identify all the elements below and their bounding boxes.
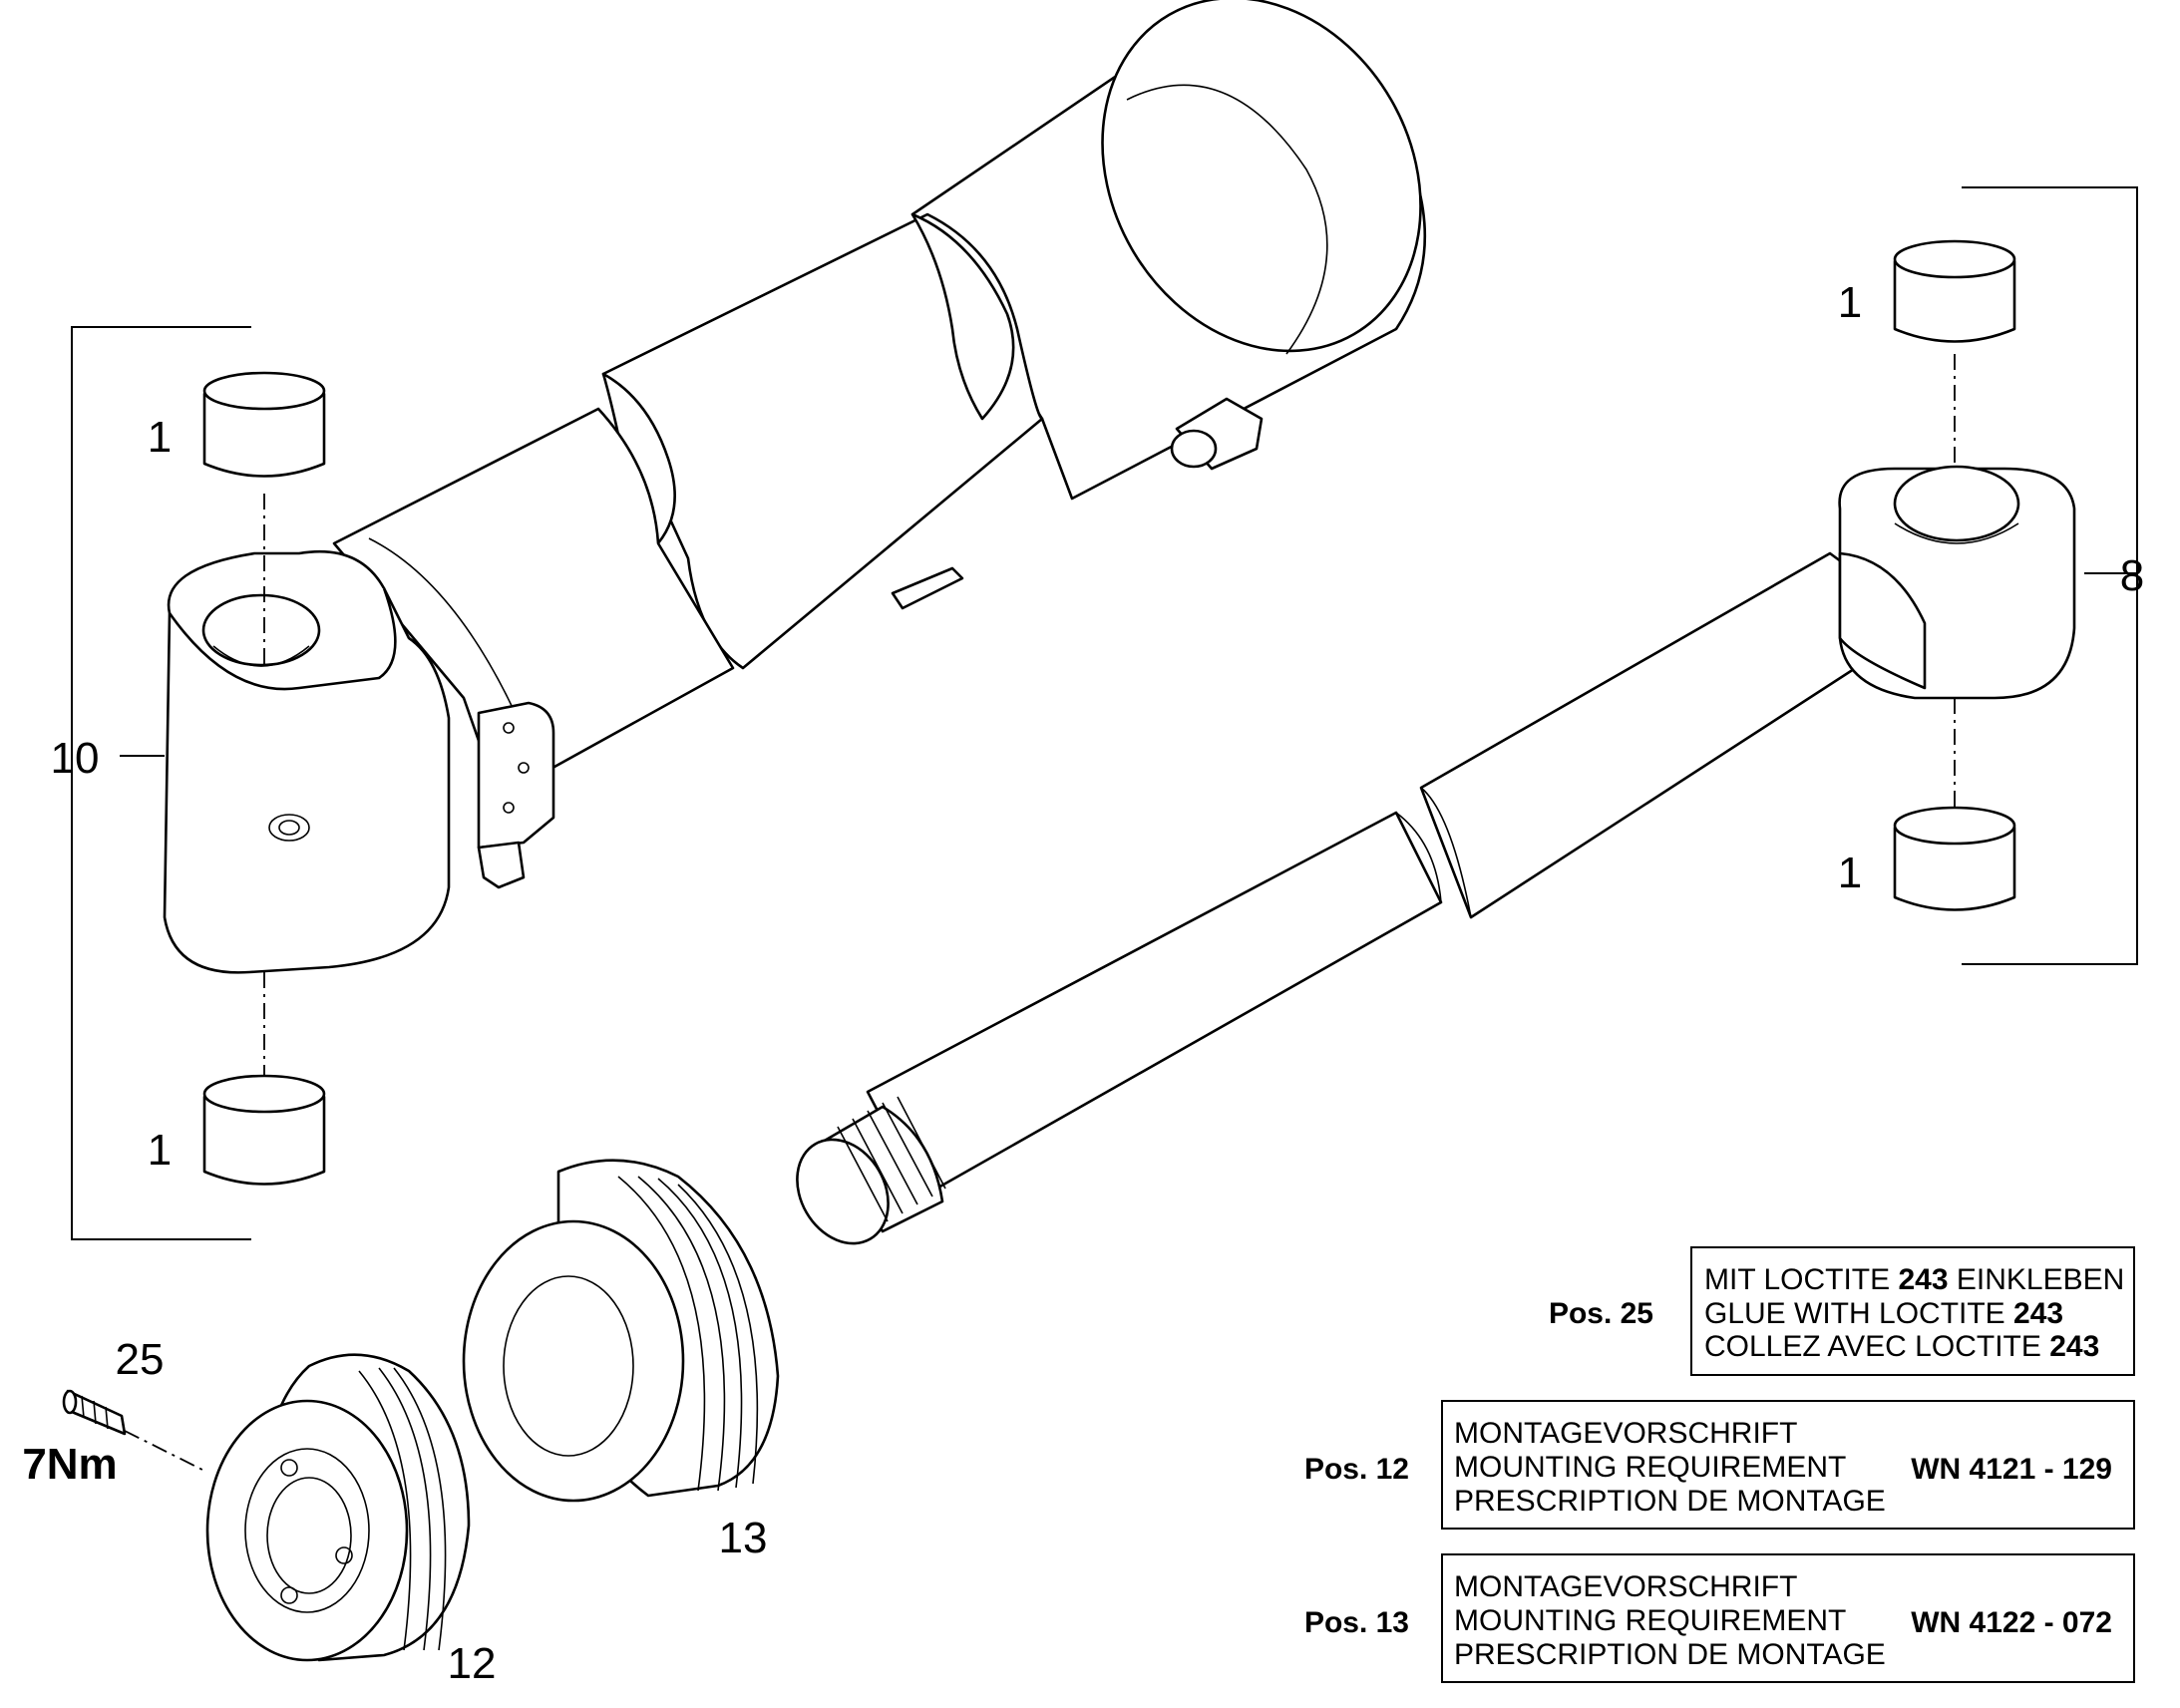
piston-part: [205, 1353, 471, 1662]
note-pos-13-line-3: PRESCRIPTION DE MONTAGE: [1454, 1638, 1886, 1671]
note-pos-13: Pos. 13 MONTAGEVORSCHRIFT MOUNTING REQUI…: [1304, 1553, 2135, 1683]
piston-rod: [796, 465, 2076, 1245]
note-pos-25-line-3: COLLEZ AVEC LOCTITE 243: [1704, 1330, 2099, 1363]
note-pos-25-box: [1690, 1246, 2135, 1376]
note-pos-12-ref: WN 4121 - 129: [1911, 1453, 2112, 1486]
callout-screw: 25: [116, 1335, 165, 1384]
guide-part: [462, 1159, 780, 1503]
bush-upper-right: [1893, 239, 2016, 343]
callout-guide: 13: [719, 1514, 768, 1562]
callout-cylinder-group: 10: [51, 734, 100, 783]
note-pos-25-label: Pos. 25: [1549, 1297, 1653, 1330]
note-pos-12-box: [1441, 1400, 2135, 1530]
callout-bush-lower-right: 1: [1838, 849, 1862, 897]
note-pos-25-line-1: MIT LOCTITE 243 EINKLEBEN: [1704, 1263, 2124, 1296]
axis-lines: [124, 354, 1956, 1472]
note-pos-13-label: Pos. 13: [1304, 1606, 1409, 1639]
callout-piston: 12: [448, 1639, 497, 1688]
screw-part: [62, 1389, 127, 1436]
note-pos-13-line-2: MOUNTING REQUIREMENT: [1454, 1604, 1846, 1637]
note-pos-25: Pos. 25 MIT LOCTITE 243 EINKLEBEN GLUE W…: [1549, 1246, 2135, 1376]
callout-bush-upper-right: 1: [1838, 278, 1862, 327]
bush-lower-left: [202, 1074, 326, 1186]
bracket-group-8: [1962, 186, 2138, 965]
note-pos-12-line-1: MONTAGEVORSCHRIFT: [1454, 1417, 1797, 1450]
bracket-group-10: [71, 326, 251, 1240]
callout-bush-upper-left: 1: [148, 413, 172, 462]
note-pos-13-box: [1441, 1553, 2135, 1683]
bush-upper-left: [202, 371, 326, 478]
note-pos-12-label: Pos. 12: [1304, 1453, 1409, 1486]
callout-bush-lower-left: 1: [148, 1126, 172, 1175]
note-pos-12: Pos. 12 MONTAGEVORSCHRIFT MOUNTING REQUI…: [1304, 1400, 2135, 1530]
cylinder-barrel: [163, 0, 1427, 974]
bush-lower-right: [1893, 806, 2016, 911]
screw-torque-label: 7Nm: [22, 1440, 117, 1489]
note-pos-13-ref: WN 4122 - 072: [1911, 1606, 2112, 1639]
note-pos-12-line-3: PRESCRIPTION DE MONTAGE: [1454, 1485, 1886, 1518]
note-pos-25-line-2: GLUE WITH LOCTITE 243: [1704, 1297, 2063, 1330]
note-pos-12-line-2: MOUNTING REQUIREMENT: [1454, 1451, 1846, 1484]
callout-rod-group: 8: [2120, 551, 2144, 600]
note-pos-13-line-1: MONTAGEVORSCHRIFT: [1454, 1570, 1797, 1603]
